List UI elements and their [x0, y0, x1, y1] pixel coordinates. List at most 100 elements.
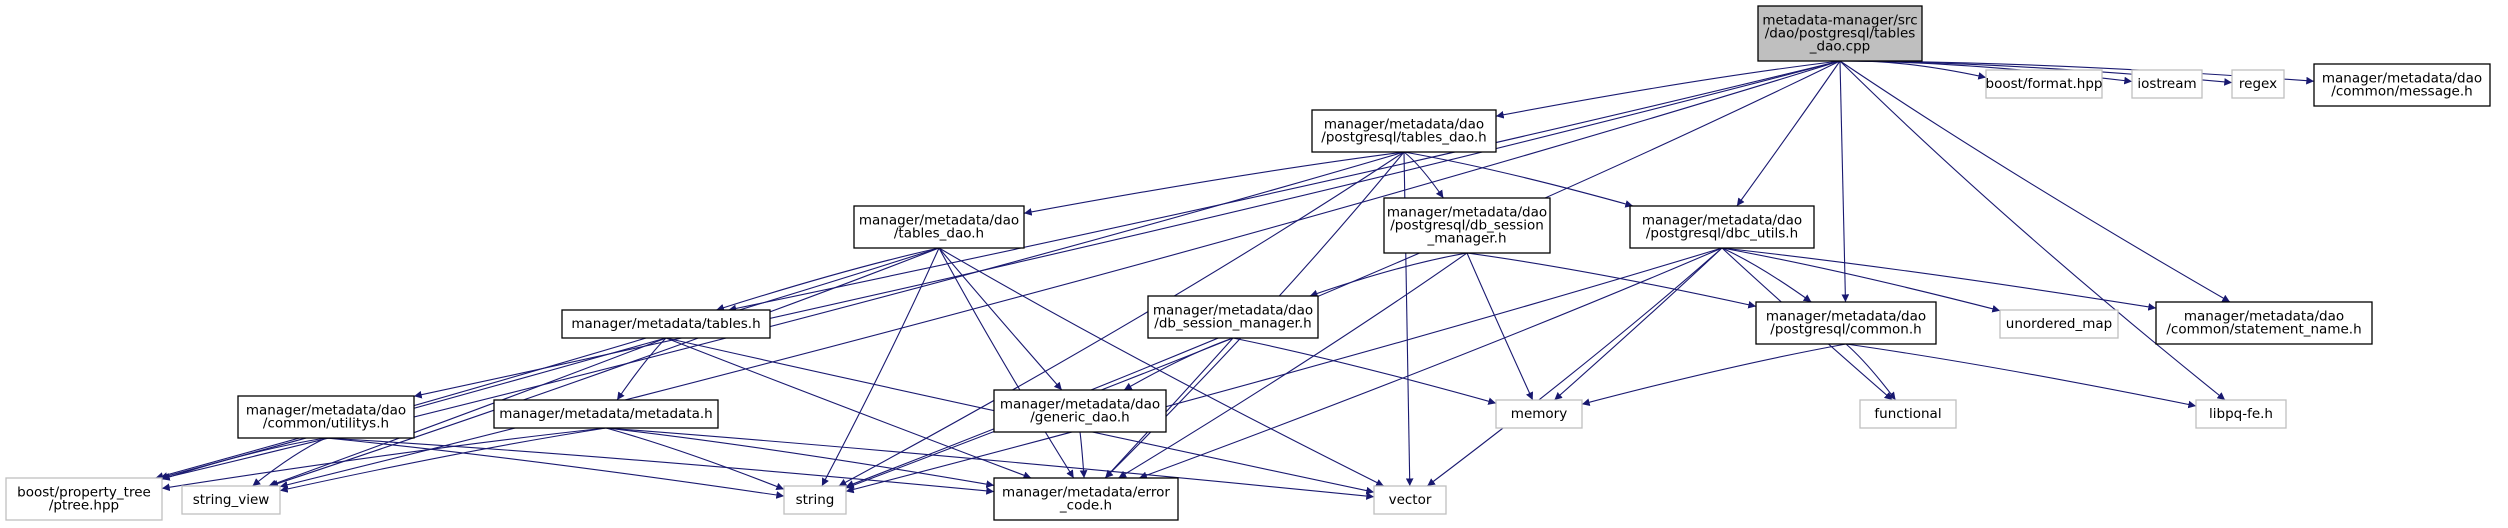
node-box — [2231, 69, 2285, 99]
edge-root-to-pg_common_h — [1839, 60, 1850, 303]
edge-tables_h-to-error_code_h — [665, 337, 1032, 479]
node-utilitys-h[interactable]: manager/metadata/dao/common/utilitys.h — [237, 395, 415, 439]
edge-tables_dao_h-to-vector — [938, 247, 1385, 487]
edge-utilitys_h-to-string_view — [252, 437, 327, 487]
node-pg-common-h[interactable]: manager/metadata/dao/postgresql/common.h — [1755, 301, 1937, 345]
edge-pg_tables_dao_h-to-pg_db_session_manager_h — [1403, 151, 1444, 199]
edge-metadata_h-to-string — [605, 427, 785, 491]
edge-dbc_utils_h-to-memory — [1554, 247, 1723, 401]
edge-metadata_h-to-string_view — [279, 427, 607, 493]
node-label-line: _code.h — [1059, 498, 1112, 514]
node-label-line: manager/metadata/dao — [1324, 117, 1484, 133]
edge-pg_tables_dao_h-to-dbc_utils_h — [1403, 151, 1634, 208]
node-label-line: manager/metadata/tables.h — [571, 316, 760, 332]
node-label-line: /generic_dao.h — [1030, 410, 1129, 426]
node-label-line: /ptree.hpp — [49, 498, 119, 514]
node-label-line: _manager.h — [1426, 231, 1506, 247]
edge-tables_dao_h-to-string_view — [270, 247, 940, 488]
edge-dbc_utils_h-to-error_code_h — [1139, 247, 1723, 479]
node-label-line: manager/metadata/dao — [1153, 303, 1313, 319]
node-label-line: manager/metadata/dao — [859, 213, 1019, 229]
node-label-line: /common/statement_name.h — [2166, 322, 2361, 338]
node-box — [2155, 301, 2373, 345]
node-box — [1755, 301, 1937, 345]
node-label-line: manager/metadata/dao — [1642, 213, 1802, 229]
edge-metadata_h-to-error_code_h — [605, 427, 995, 488]
edge-root-to-utilitys_h — [413, 60, 1841, 399]
edge-pg_db_session_manager_h-to-pg_common_h — [1466, 252, 1757, 309]
node-box — [2195, 399, 2287, 429]
node-box — [1383, 197, 1551, 254]
edge-tables_dao_h-to-generic_dao_h — [938, 247, 1063, 391]
node-ptree-hpp: boost/property_tree/ptree.hpp — [5, 477, 163, 521]
node-label-line: /tables_dao.h — [894, 226, 984, 242]
node-label-line: /postgresql/dbc_utils.h — [1646, 226, 1798, 242]
node-dbc-utils-h[interactable]: manager/metadata/dao/postgresql/dbc_util… — [1629, 205, 1815, 249]
node-pg-tables-dao-h[interactable]: manager/metadata/dao/postgresql/tables_d… — [1311, 109, 1497, 153]
node-error-code-h[interactable]: manager/metadata/error_code.h — [993, 477, 1179, 521]
edge-pg_db_session_manager_h-to-memory — [1466, 252, 1534, 401]
nodes-layer: metadata-manager/src/dao/postgresql/tabl… — [5, 5, 2491, 521]
node-metadata-h[interactable]: manager/metadata/metadata.h — [493, 399, 719, 429]
edge-db_session_manager_h-to-error_code_h — [1104, 337, 1234, 479]
node-box — [5, 477, 163, 521]
node-label-line: /common/message.h — [2331, 84, 2472, 100]
edge-root-to-pg_tables_dao_h — [1495, 60, 1841, 119]
edge-tables_h-to-metadata_h — [616, 337, 667, 401]
edge-tables_dao_h-to-error_code_h — [938, 247, 1075, 479]
node-label-line: /common/utilitys.h — [263, 416, 389, 432]
edge-tables_h-to-vector — [665, 337, 1375, 495]
node-label-line: _dao.cpp — [1809, 39, 1870, 55]
node-unordered-map: unordered_map — [1999, 309, 2119, 339]
node-label-line: string_view — [193, 492, 270, 508]
node-box — [1859, 399, 1957, 429]
node-box — [1147, 295, 1319, 339]
node-label-line: /postgresql/tables_dao.h — [1321, 130, 1486, 146]
node-label-line: libpq-fe.h — [2209, 406, 2273, 422]
node-pg-db-session-manager-h[interactable]: manager/metadata/dao/postgresql/db_sessi… — [1383, 197, 1551, 254]
node-tables-dao-h[interactable]: manager/metadata/dao/tables_dao.h — [853, 205, 1025, 249]
node-tables-h[interactable]: manager/metadata/tables.h — [561, 309, 771, 339]
node-root[interactable]: metadata-manager/src/dao/postgresql/tabl… — [1757, 5, 1923, 62]
edge-dbc_utils_h-to-pg_common_h — [1721, 247, 1812, 303]
edge-utilitys_h-to-ptree_hpp — [161, 437, 327, 481]
node-label-line: string — [796, 492, 835, 508]
node-label-line: /postgresql/common.h — [1770, 322, 1921, 338]
edge-dbc_utils_h-to-string — [845, 247, 1723, 494]
node-label-line: regex — [2239, 76, 2277, 92]
node-db-session-manager-h[interactable]: manager/metadata/dao/db_session_manager.… — [1147, 295, 1319, 339]
node-string: string — [783, 485, 847, 515]
edge-pg_common_h-to-memory — [1581, 343, 1847, 406]
edge-utilitys_h-to-string — [325, 437, 785, 499]
node-box — [993, 389, 1167, 433]
node-box — [1985, 69, 2103, 99]
node-box — [853, 205, 1025, 249]
node-box — [493, 399, 719, 429]
node-box — [1999, 309, 2119, 339]
node-box — [181, 485, 281, 515]
edge-pg_tables_dao_h-to-tables_dao_h — [1023, 151, 1405, 216]
edge-metadata_h-to-ptree_hpp — [161, 427, 607, 492]
node-label-line: boost/format.hpp — [1986, 76, 2103, 92]
node-statement-name-h[interactable]: manager/metadata/dao/common/statement_na… — [2155, 301, 2373, 345]
node-generic-dao-h[interactable]: manager/metadata/dao/generic_dao.h — [993, 389, 1167, 433]
edge-dbc_utils_h-to-statement_name_h — [1721, 247, 2157, 311]
node-box — [1495, 399, 1583, 429]
edge-root-to-dbc_utils_h — [1736, 60, 1841, 207]
node-box — [993, 477, 1179, 521]
edge-dbc_utils_h-to-unordered_map — [1721, 247, 2001, 313]
node-functional: functional — [1859, 399, 1957, 429]
edge-pg_tables_dao_h-to-string — [838, 151, 1405, 487]
node-label-line: /postgresql/db_session — [1390, 218, 1544, 234]
node-label-line: manager/metadata/dao — [246, 403, 406, 419]
edge-root-to-tables_h — [728, 60, 1841, 313]
node-label-line: metadata-manager/src — [1762, 13, 1917, 29]
node-label-line: iostream — [2137, 76, 2196, 92]
node-message-h[interactable]: manager/metadata/dao/common/message.h — [2313, 63, 2491, 107]
edge-tables_dao_h-to-tables_h — [716, 247, 940, 312]
node-box — [1311, 109, 1497, 153]
node-box — [2313, 63, 2491, 107]
node-libpq-fe-h: libpq-fe.h — [2195, 399, 2287, 429]
edge-tables_dao_h-to-ptree_hpp — [155, 247, 940, 480]
edge-pg_db_session_manager_h-to-error_code_h — [1118, 252, 1468, 479]
